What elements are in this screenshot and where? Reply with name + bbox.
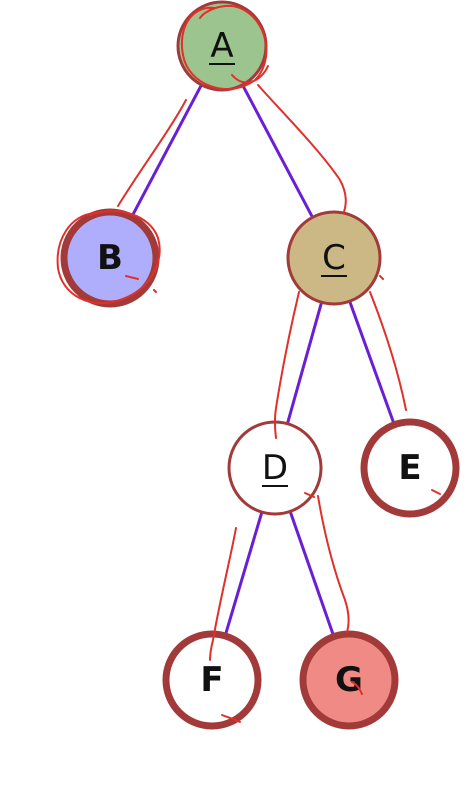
node-c: C [286,210,382,306]
annot-circle-b [56,210,161,305]
annot-stroke-df [209,527,237,661]
node-a: A [176,0,268,92]
edge-d-g [288,509,336,639]
edge-d-f [223,510,264,638]
node-c-label: C [322,238,346,278]
annot-circle-a [180,4,269,90]
annot-tick-e [431,489,441,495]
node-f-label: F [200,660,223,700]
node-e: E [360,418,460,518]
annot-stroke-dg [304,492,350,633]
node-b-label: B [97,238,123,278]
edge-c-d [285,300,324,426]
node-g-circle [299,630,399,730]
node-e-label: E [398,448,421,488]
node-c-circle [286,210,382,306]
edges-layer [129,83,396,639]
node-f: F [162,630,262,730]
edge-a-b [129,83,203,219]
node-b: B [60,208,160,308]
node-g-label: G [335,660,363,700]
annot-stroke-ac [257,84,347,213]
edge-a-c [241,83,315,219]
annot-tick-g [351,681,363,695]
annot-stroke-cd [273,291,300,439]
node-d-label: D [262,448,288,488]
annot-stroke-ab [117,99,187,207]
node-a-label: A [210,26,233,66]
node-f-circle [162,630,262,730]
annot-stroke-ce [369,275,407,411]
edge-c-e [348,299,396,427]
nodes-layer: A B C D E F G [60,0,460,730]
annotation-layer [56,4,441,723]
node-g: G [299,630,399,730]
annot-tick-f [221,714,241,723]
